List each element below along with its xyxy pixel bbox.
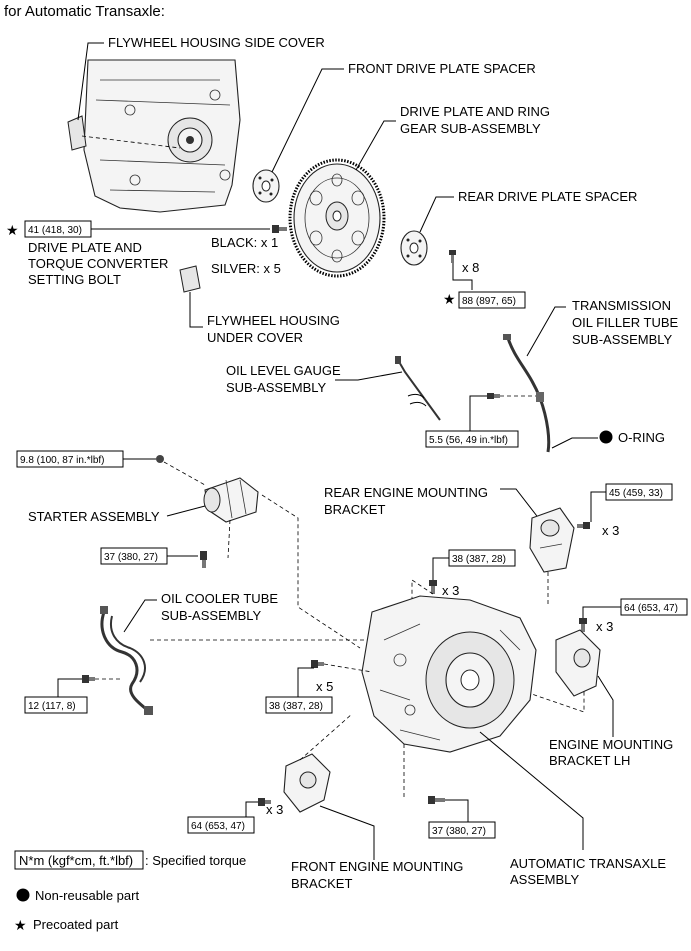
label-lh-mount-1: ENGINE MOUNTING [549, 737, 673, 752]
front-mount-bolt [258, 798, 271, 806]
front-engine-mounting-bracket [283, 753, 331, 813]
legend-precoated: Precoated part [33, 917, 119, 932]
legend-torque-units: N*m (kgf*cm, ft.*lbf) [19, 853, 133, 868]
flywheel-housing-under-cover [179, 265, 201, 293]
flywheel-housing-side-cover [67, 115, 87, 151]
diagram-title: for Automatic Transaxle: [4, 3, 165, 20]
legend-torque-box [14, 850, 144, 870]
label-front-mount-2: BRACKET [291, 876, 352, 891]
torque-front-mount: 64 (653, 47) [191, 821, 245, 832]
label-filler-tube-1: TRANSMISSION [572, 298, 671, 313]
label-gauge-1: OIL LEVEL GAUGE [226, 363, 341, 378]
label-drive-plate-2: GEAR SUB-ASSEMBLY [400, 121, 541, 136]
rear-drive-plate-spacer [400, 230, 428, 266]
label-transaxle-1: AUTOMATIC TRANSAXLE [510, 856, 666, 871]
torque-box-drive-plate-bolts [458, 291, 526, 309]
label-under-cover-1: FLYWHEEL HOUSING [207, 313, 340, 328]
automatic-transaxle-assembly [361, 595, 537, 753]
label-filler-tube-3: SUB-ASSEMBLY [572, 332, 673, 347]
filler-tube-bolt [487, 393, 500, 399]
oil-cooler-tube [100, 606, 153, 715]
legend-nonreusable: Non-reusable part [35, 888, 139, 903]
lh-mount-bolt [579, 618, 587, 632]
torque-lh-mount: 64 (653, 47) [624, 603, 678, 614]
label-cooler-2: SUB-ASSEMBLY [161, 608, 262, 623]
label-cooler-1: OIL COOLER TUBE [161, 591, 278, 606]
drive-plate-bolt [449, 250, 456, 263]
label-starter: STARTER ASSEMBLY [28, 509, 160, 524]
cooler-tube-bolt [82, 675, 95, 683]
label-x3-lh-mount: x 3 [596, 619, 613, 634]
torque-box-filler-tube [425, 430, 519, 448]
label-drive-plate-1: DRIVE PLATE AND RING [400, 104, 550, 119]
torque-setting-bolt: 41 (418, 30) [28, 225, 82, 236]
label-x3-rear-mount: x 3 [602, 523, 619, 538]
starter-bolt [156, 455, 164, 463]
transaxle-bottom-bolt [428, 796, 445, 804]
front-drive-plate-spacer [252, 169, 280, 203]
flywheel-housing-illustration [83, 59, 241, 213]
torque-starter-bottom: 37 (380, 27) [104, 552, 158, 563]
torque-cooler-tube: 12 (117, 8) [28, 701, 76, 712]
label-rear-mount-2: BRACKET [324, 502, 385, 517]
precoated-star-icon: ★ [6, 223, 19, 239]
label-x3-transaxle-top: x 3 [442, 583, 459, 598]
engine-mounting-bracket-lh [555, 629, 601, 697]
label-rear-mount-1: REAR ENGINE MOUNTING [324, 485, 488, 500]
label-setting-bolt-3: SETTING BOLT [28, 272, 121, 287]
label-rear-drive-plate-spacer: REAR DRIVE PLATE SPACER [458, 189, 637, 204]
label-o-ring: O-RING [618, 430, 665, 445]
label-transaxle-2: ASSEMBLY [510, 872, 579, 887]
rear-engine-mounting-bracket [529, 507, 575, 573]
starter-bottom-bolt [200, 551, 207, 568]
label-setting-bolt-2: TORQUE CONVERTER [28, 256, 168, 271]
torque-box-transaxle-bottom [428, 821, 496, 839]
nonreusable-dot-icon [599, 430, 613, 444]
starter-assembly [203, 477, 259, 523]
torque-drive-plate-bolts: 88 (897, 65) [462, 296, 516, 307]
torque-box-front-mount [187, 816, 255, 834]
label-x8: x 8 [462, 260, 479, 275]
oil-level-gauge [395, 356, 441, 421]
torque-starter-top: 9.8 (100, 87 in.*lbf) [20, 455, 105, 466]
label-black-count: BLACK: x 1 [211, 235, 278, 250]
label-silver-count: SILVER: x 5 [211, 261, 281, 276]
transaxle-left-bolt [311, 660, 324, 668]
precoated-star-icon: ★ [14, 918, 27, 934]
label-x5: x 5 [316, 679, 333, 694]
label-x3-front-mount: x 3 [266, 802, 283, 817]
drive-plate-and-ring-gear [288, 158, 386, 278]
legend-torque-desc: : Specified torque [145, 853, 246, 868]
torque-box-cooler-tube [24, 696, 88, 714]
transmission-oil-filler-tube [503, 334, 551, 453]
precoated-star-icon: ★ [443, 292, 456, 308]
torque-transaxle-bottom: 37 (380, 27) [432, 826, 486, 837]
label-gauge-2: SUB-ASSEMBLY [226, 380, 327, 395]
label-front-drive-plate-spacer: FRONT DRIVE PLATE SPACER [348, 61, 536, 76]
setting-bolt [272, 225, 287, 233]
label-filler-tube-2: OIL FILLER TUBE [572, 315, 679, 330]
label-flywheel-housing-side-cover: FLYWHEEL HOUSING SIDE COVER [108, 35, 325, 50]
label-lh-mount-2: BRACKET LH [549, 753, 630, 768]
legend: N*m (kgf*cm, ft.*lbf) : Specified torque… [14, 850, 246, 934]
transaxle-top-bolt [429, 580, 437, 594]
torque-transaxle-left: 38 (387, 28) [269, 701, 323, 712]
torque-rear-mount: 45 (459, 33) [609, 488, 663, 499]
rear-mount-bolt [577, 522, 590, 529]
torque-transaxle-top: 38 (387, 28) [452, 554, 506, 565]
torque-box-transaxle-left [265, 696, 333, 714]
torque-filler-tube: 5.5 (56, 49 in.*lbf) [429, 435, 508, 446]
label-setting-bolt-1: DRIVE PLATE AND [28, 240, 142, 255]
label-front-mount-1: FRONT ENGINE MOUNTING [291, 859, 463, 874]
label-under-cover-2: UNDER COVER [207, 330, 303, 345]
nonreusable-dot-icon [16, 888, 30, 902]
